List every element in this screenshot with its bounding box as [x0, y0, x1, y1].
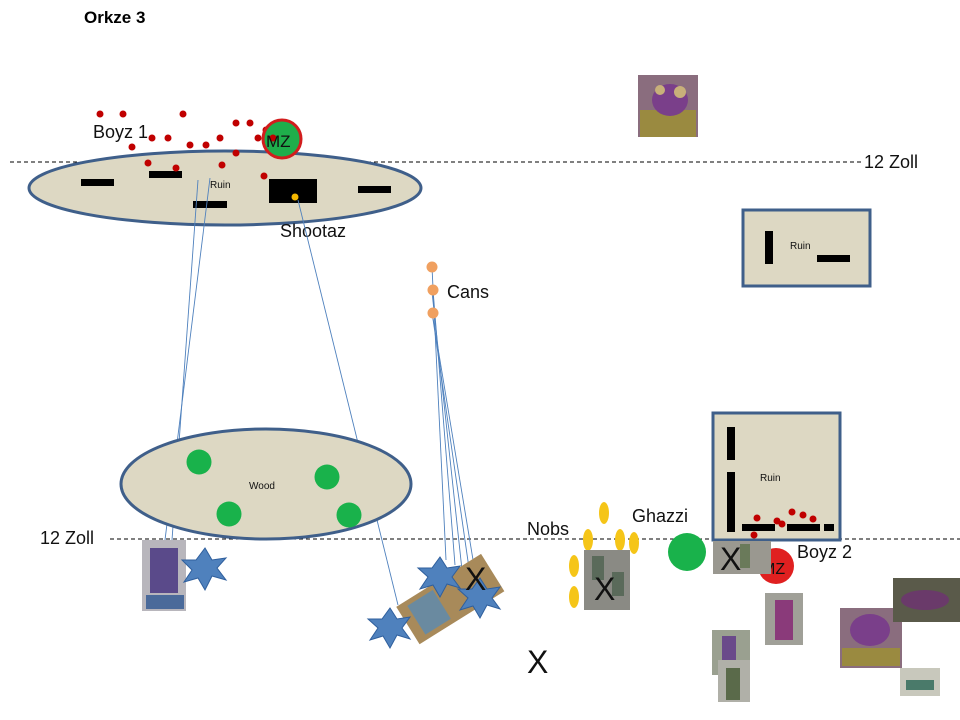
- terrain-ruin-right-top: Ruin: [741, 208, 872, 288]
- enemy-photo-left: [142, 540, 186, 611]
- ruin-label: Ruin: [210, 180, 231, 191]
- shootaz-label: Shootaz: [280, 221, 346, 241]
- ruin-label: Ruin: [760, 473, 781, 484]
- x-markers: X X X X: [465, 541, 741, 680]
- enemy-photo-center: [396, 553, 505, 645]
- enemy-photo-right: [712, 578, 960, 702]
- destroyed-marker: X: [594, 571, 615, 607]
- wood-label: Wood: [249, 481, 275, 492]
- ghazzi-marker: [668, 533, 706, 571]
- destroyed-marker: X: [720, 541, 741, 577]
- model-photo-top: [638, 75, 698, 137]
- cans-label: Cans: [447, 282, 489, 302]
- boyz2-label: Boyz 2: [797, 542, 852, 562]
- shootaz-marker: [291, 193, 299, 201]
- enemy-photo-nobs: [584, 550, 630, 610]
- fire-lines: [164, 177, 479, 606]
- range-label-bottom: 12 Zoll: [40, 528, 94, 548]
- boyz1-mz-marker: MZ: [261, 118, 303, 160]
- destroyed-marker: X: [527, 644, 548, 680]
- nobs-label: Nobs: [527, 519, 569, 539]
- ruin-label: Ruin: [790, 241, 811, 252]
- terrain-wood: Wood: [119, 427, 413, 541]
- blast-markers: [180, 547, 502, 650]
- boyz1-label: Boyz 1: [93, 122, 148, 142]
- page-title: Orkze 3: [84, 8, 146, 27]
- destroyed-marker: X: [465, 561, 486, 597]
- range-label-top: 12 Zoll: [864, 152, 918, 172]
- boyz1-models: [96, 110, 286, 180]
- boyz2-models: [750, 508, 817, 539]
- terrain-ruin-top-left: Ruin: [27, 149, 423, 227]
- boyz1-mz-label: MZ: [266, 132, 291, 151]
- enemy-photo-ghazzi: [713, 541, 771, 574]
- cans-models: [426, 261, 439, 319]
- ghazzi-label: Ghazzi: [632, 506, 688, 526]
- nobs-models: [569, 502, 639, 608]
